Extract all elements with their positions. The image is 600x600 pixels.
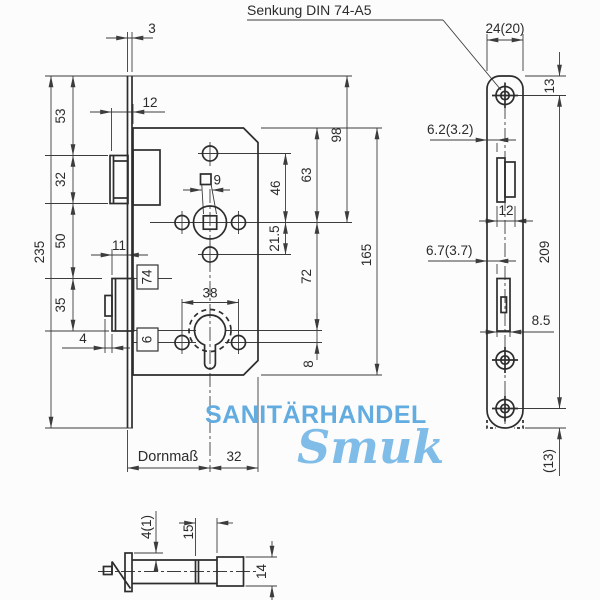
dim-case-height: 165 [359, 244, 374, 267]
dim-latch-to-deadbolt: 50 [53, 233, 68, 248]
dim-deadbolt-notch: 4 [79, 331, 87, 346]
dim-faceplate-thickness: 3 [148, 21, 156, 36]
lock-body-outline [102, 75, 524, 593]
dim-boxed-6: 6 [140, 336, 155, 344]
callout-senkung: Senkung DIN 74-A5 [247, 2, 372, 18]
dimension-labels: 3 12 53 32 50 35 235 11 4 9 38 46 21.5 6… [32, 2, 557, 579]
dim-cylinder-screw-spacing: 38 [202, 286, 217, 301]
dim-hub-to-top-hole: 46 [268, 180, 283, 195]
watermark-name: SANITÄRHANDEL [205, 401, 427, 429]
dim-backset-to-rear: 32 [226, 449, 241, 464]
watermark-script: Smuk [297, 420, 444, 474]
dim-screw-spacing: 209 [537, 241, 552, 264]
boxed-74-frame [136, 264, 159, 290]
dim-case-top-to-hub: 63 [299, 167, 314, 182]
dim-backset-label: Dornmaß [138, 449, 199, 465]
boxed-6-frame [136, 327, 159, 352]
boxed-dimensions [136, 264, 159, 352]
dim-boxed-74: 74 [140, 269, 155, 285]
dim-top-to-latch: 53 [53, 108, 68, 123]
dim-spindle-square: 9 [214, 173, 222, 188]
dim-faceplate-length: 235 [32, 241, 47, 264]
dim-head-height: 14 [254, 564, 269, 580]
dim-latch-cut-width: 12 [498, 203, 513, 218]
dim-bolt-cut-width: 8.5 [532, 313, 551, 328]
dim-head-length: 15 [181, 524, 196, 539]
dim-deadbolt-protrusion: 11 [112, 238, 126, 253]
dim-deadbolt-height: 35 [53, 297, 68, 312]
dim-cylinder-hole-offset: 8 [301, 360, 316, 368]
dim-plate-top-to-hub: 98 [329, 127, 344, 142]
dim-latch-height: 32 [53, 172, 68, 187]
dim-hub-to-bottom-hole: 21.5 [267, 225, 282, 251]
dim-plate-width: 24(20) [485, 21, 524, 36]
dim-plate-lip: 4(1) [139, 515, 154, 539]
dim-latch-protrusion: 12 [142, 95, 157, 110]
watermark: SANITÄRHANDEL Smuk [205, 401, 444, 474]
dim-hub-to-cylinder: 72 [299, 269, 314, 284]
dim-bolt-cut-offset: 6.7(3.7) [426, 243, 473, 258]
dim-top-to-screw: 13 [542, 78, 557, 93]
dimension-lines [45, 19, 566, 600]
dim-bottom-to-screw: (13) [541, 449, 556, 473]
dim-latch-cut-offset: 6.2(3.2) [427, 122, 474, 137]
